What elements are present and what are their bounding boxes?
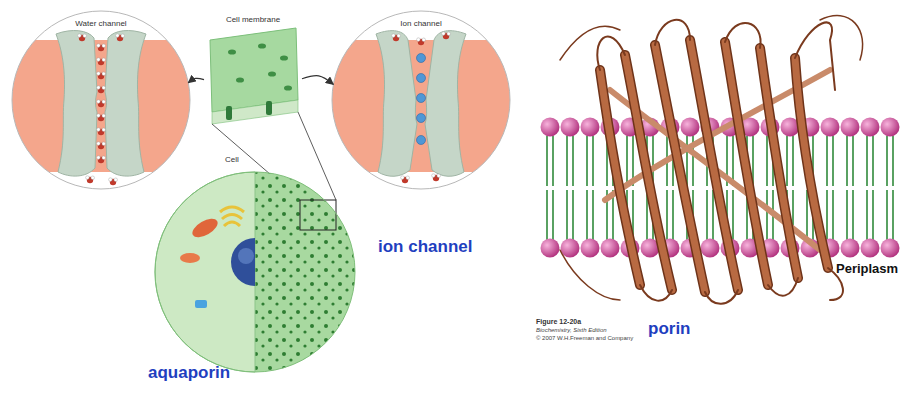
- node-heading: Ion channel: [332, 20, 510, 29]
- connector-arrow: [188, 78, 204, 83]
- golgi: [222, 215, 242, 220]
- loop: [655, 20, 690, 45]
- water-molecule: [78, 34, 87, 41]
- loop: [768, 278, 798, 296]
- circle-outline: [332, 11, 510, 189]
- ion-channel-circle: Ion channel: [332, 11, 510, 189]
- membrane-protein-dot: [258, 43, 266, 48]
- coil: [820, 16, 863, 60]
- water-molecule: [97, 100, 106, 107]
- region-label: Periplasm: [836, 262, 898, 276]
- water-channel-circle: Water channel: [12, 11, 190, 189]
- node-heading: Cell membrane: [204, 16, 302, 25]
- membrane-protein-dot: [236, 77, 244, 82]
- ion: [417, 114, 426, 123]
- ion: [417, 54, 426, 63]
- coil: [560, 26, 620, 60]
- channel-protein: [105, 31, 146, 177]
- cell-surface-dots: [155, 172, 355, 372]
- node-outline: [12, 11, 190, 189]
- water-molecule: [97, 142, 106, 149]
- node-outline: [332, 11, 510, 189]
- water-molecule: [116, 34, 125, 41]
- membrane-protein-dot: [284, 85, 292, 90]
- protein-name: aquaporin: [148, 364, 230, 383]
- loop: [640, 285, 672, 301]
- ion: [417, 74, 426, 83]
- loop: [795, 22, 835, 90]
- membrane-protein-dot: [280, 55, 288, 60]
- channel-protein: [266, 101, 272, 115]
- beta-strand: [795, 58, 828, 268]
- copyright-note: © 2007 W.H.Freeman and Company: [536, 335, 633, 342]
- channel-protein: [56, 31, 97, 177]
- node-heading: Water channel: [12, 20, 190, 29]
- water-molecule: [392, 34, 401, 41]
- water-molecule: [417, 38, 426, 45]
- loop: [725, 23, 761, 48]
- ion-channel-inset: [332, 11, 510, 189]
- channel-protein: [376, 31, 417, 177]
- water-molecule: [86, 176, 95, 183]
- beta-strand: [795, 58, 828, 268]
- membrane-patch: [210, 28, 298, 124]
- cell-sphere: [155, 172, 355, 372]
- water-molecule: [109, 178, 118, 185]
- porin-barrel: [560, 16, 863, 304]
- loop: [705, 290, 738, 304]
- inset-background: [332, 11, 510, 189]
- golgi: [224, 222, 240, 226]
- water-molecule: [97, 44, 106, 51]
- membrane-band: [12, 40, 190, 172]
- mitochondrion: [189, 215, 220, 241]
- inset-background: [12, 11, 190, 189]
- water-molecule: [97, 128, 106, 135]
- membrane-cross-section: [212, 100, 298, 124]
- figure-number: Figure 12-20a: [536, 318, 581, 326]
- node-outline: [155, 156, 355, 372]
- water-molecule: [97, 58, 106, 65]
- organelle: [195, 300, 207, 308]
- channel-protein: [425, 31, 466, 177]
- membrane-protein-dot: [228, 49, 236, 54]
- water-molecule: [97, 114, 106, 121]
- water-molecule: [432, 174, 441, 181]
- water-molecule: [97, 156, 106, 163]
- circle-outline: [12, 11, 190, 189]
- nucleus: [231, 238, 255, 286]
- protein-name: ion channel: [378, 238, 472, 257]
- protein-name: porin: [648, 320, 691, 339]
- cell-surface: [155, 172, 355, 372]
- loop: [597, 36, 625, 70]
- water-molecule: [97, 86, 106, 93]
- coil: [560, 250, 620, 300]
- membrane-band: [332, 40, 510, 172]
- source-note: Biochemistry, Sixth Edition: [536, 327, 607, 334]
- nucleus-highlight: [238, 248, 254, 264]
- zoom-square: [300, 200, 336, 230]
- connector-arrow: [302, 76, 333, 85]
- mitochondrion: [180, 253, 200, 263]
- golgi: [220, 207, 244, 212]
- ion: [417, 94, 426, 103]
- cell-interior: [155, 172, 255, 372]
- node-heading: Cell: [225, 156, 239, 165]
- water-molecule: [401, 176, 410, 183]
- cell-circle: Cell: [155, 156, 355, 372]
- water-molecule: [97, 72, 106, 79]
- water-molecule: [442, 32, 451, 39]
- membrane-patch-box: Cell membrane: [204, 14, 302, 126]
- water-channel-inset: [12, 11, 190, 189]
- channel-protein: [226, 106, 232, 120]
- membrane-surface: [210, 28, 298, 112]
- ion: [417, 136, 426, 145]
- circle-outline: [155, 172, 355, 372]
- membrane-protein-dot: [268, 71, 276, 76]
